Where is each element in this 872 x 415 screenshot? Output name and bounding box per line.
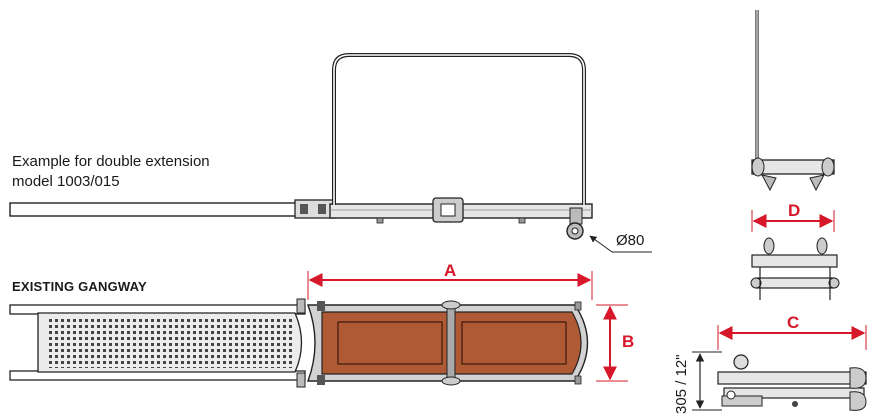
top-view (9, 298, 589, 388)
dimension-c: C (717, 313, 867, 350)
dimension-a-label: A (444, 261, 456, 280)
height-label: 305 / 12" (673, 354, 690, 414)
end-view-upper (751, 10, 835, 192)
end-view-lower (717, 354, 867, 411)
dimension-d: D (751, 201, 835, 232)
dimension-c-label: C (787, 313, 799, 332)
end-view-middle (750, 237, 840, 300)
caption-line-1: Example for double extension (12, 153, 210, 170)
dimension-a: A (307, 261, 593, 300)
wheel-diameter-label: Ø80 (616, 232, 644, 249)
dimension-d-label: D (788, 201, 800, 220)
dimension-b: B (596, 304, 634, 382)
dimension-b-label: B (622, 332, 634, 351)
section-heading: EXISTING GANGWAY (12, 279, 147, 294)
dimension-height: 305 / 12" (673, 351, 722, 414)
side-view (9, 53, 652, 253)
caption-line-2: model 1003/015 (12, 173, 120, 190)
